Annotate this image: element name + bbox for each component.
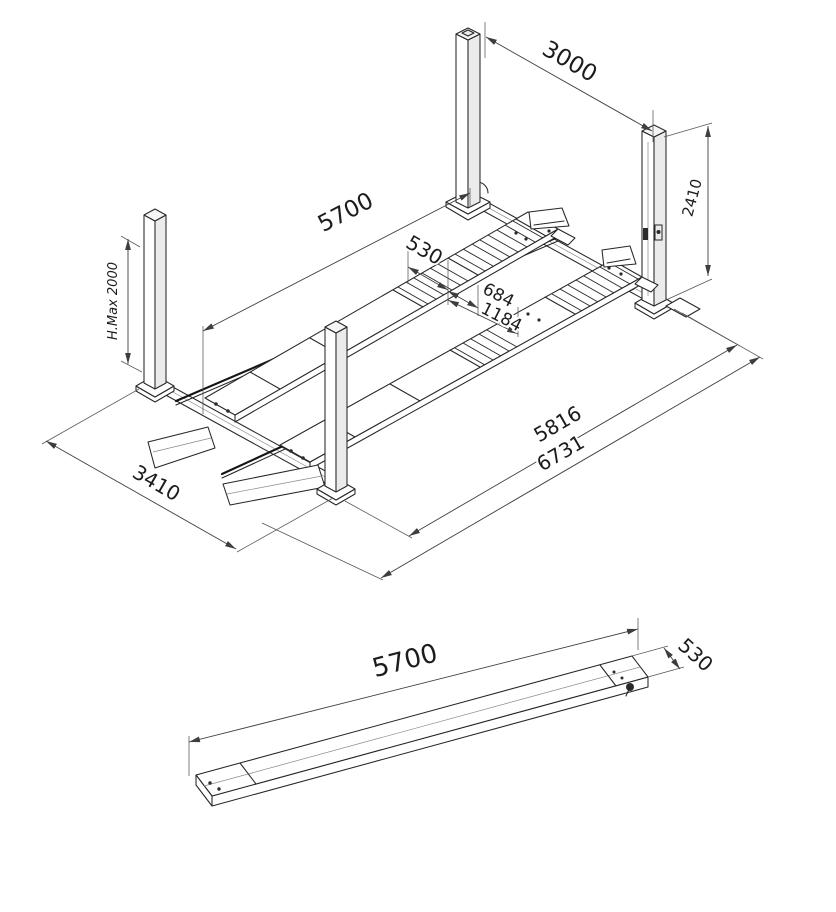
rear-overhang-plate: [665, 297, 701, 318]
wheel-stop-far: [528, 207, 570, 230]
dim-label-runway-length: 5700: [314, 188, 378, 238]
runway-platform: [195, 655, 649, 807]
column-rear-right: [634, 124, 674, 320]
wheel-stop-near: [601, 245, 637, 268]
runway-detail-dimensions: 5700 530: [188, 618, 720, 776]
dim-label-max-height: H.Max 2000: [106, 262, 121, 340]
dim-label-column-height: 2410: [679, 177, 706, 219]
dim-label-platform-width: 530: [673, 633, 717, 676]
runway-near-bolt-holes: [289, 266, 623, 460]
lift-isometric-view: 3000 2410 H.Max 2000 5700 530: [41, 22, 764, 581]
runway-detail-view: 5700 530: [188, 618, 720, 807]
column-front-left: [135, 208, 175, 403]
dim-label-platform-length: 5700: [369, 638, 441, 684]
runway-far-rear-bracket: [550, 228, 576, 246]
runway-near-rear-bracket: [634, 276, 659, 293]
lock-latch-icon: [643, 228, 648, 240]
ramp-far: [147, 426, 216, 469]
dim-label-post-distance: 3000: [538, 36, 602, 88]
column-rear-left: [445, 27, 491, 221]
